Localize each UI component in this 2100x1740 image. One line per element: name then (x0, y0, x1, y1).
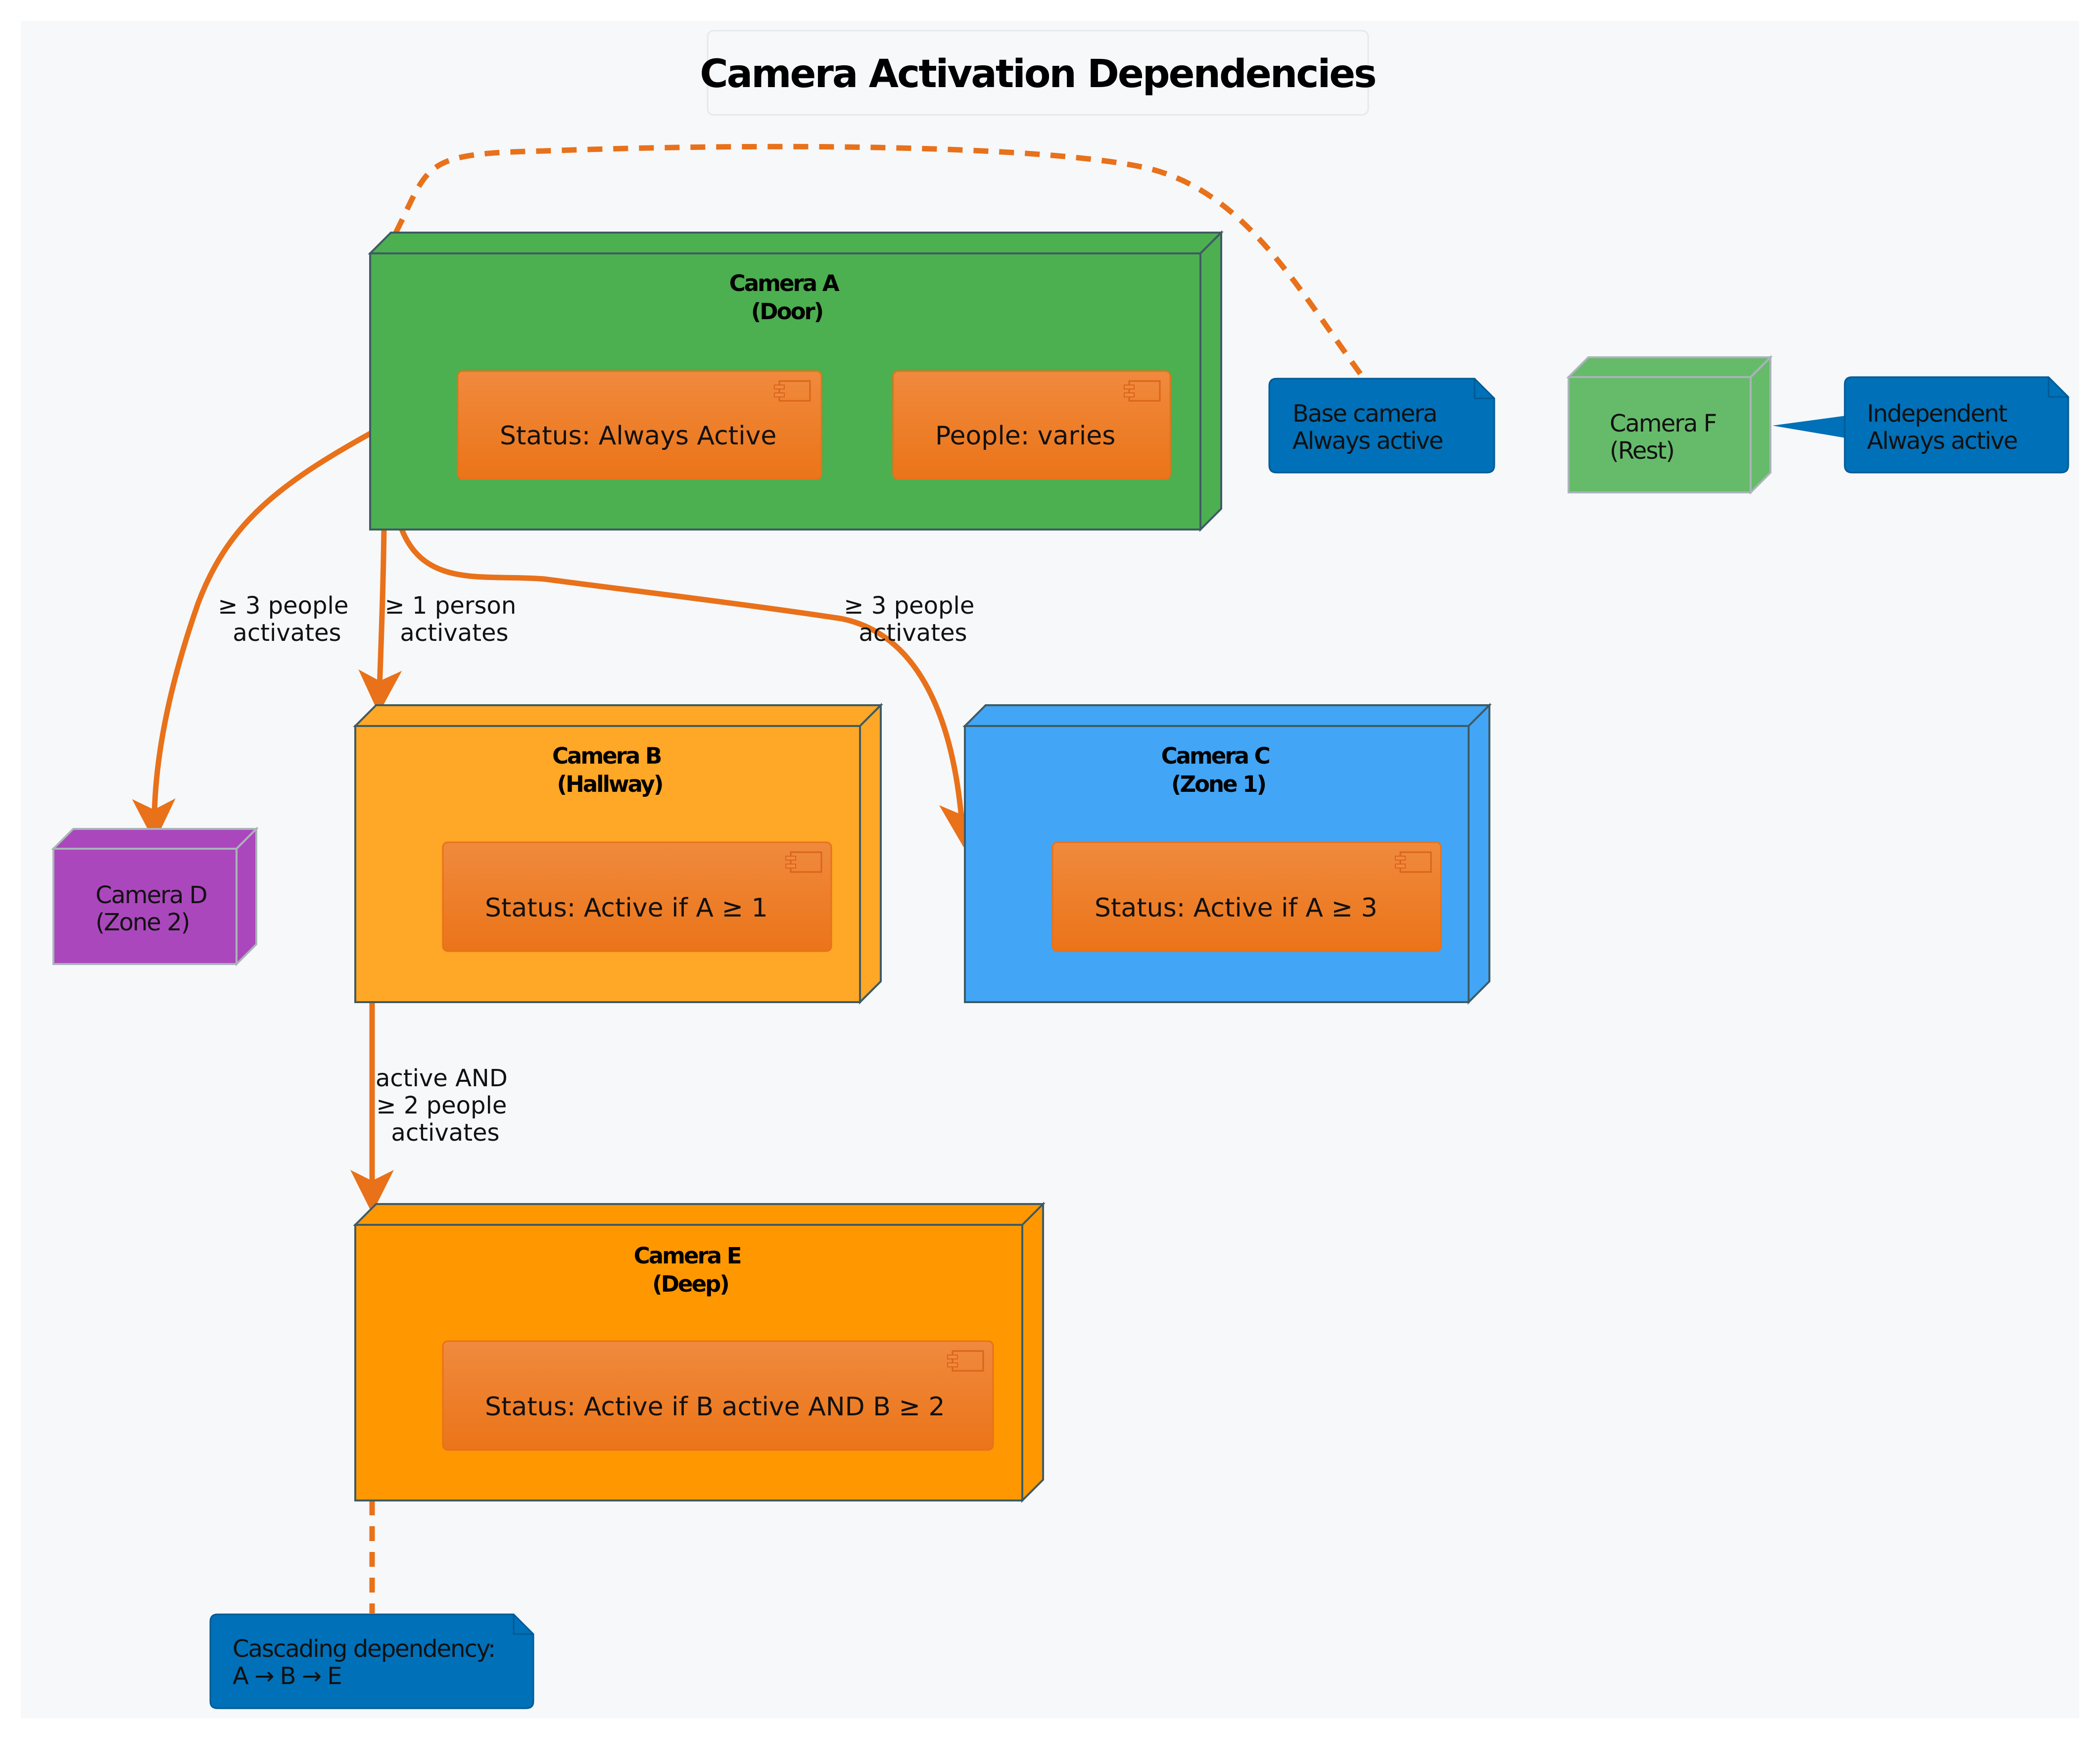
component-label: Status: Active if A ≥ 1 (485, 893, 768, 923)
node-title-camera-b: Camera B (Hallway) (552, 743, 667, 797)
component-label: Status: Always Active (500, 421, 776, 451)
diagram-title: Camera Activation Dependencies (700, 30, 1377, 116)
edge-a-to-d (132, 431, 373, 842)
component-icon (774, 380, 811, 402)
note-connector-f (1772, 416, 1846, 438)
component-e-status[interactable]: Status: Active if B active AND B ≥ 2 (442, 1340, 994, 1451)
note-text: Independent Always active (1867, 400, 2017, 455)
component-icon (1395, 851, 1432, 873)
component-icon (947, 1350, 984, 1372)
note-text: Cascading dependency: A → B → E (233, 1635, 501, 1690)
node-label-camera-f: Camera F (Rest) (1610, 410, 1723, 465)
edge-label-a-to-b: ≥ 1 person activates (384, 592, 524, 647)
component-icon (785, 851, 822, 873)
note-independent[interactable]: Independent Always active (1844, 376, 2069, 474)
component-label: People: varies (935, 421, 1115, 451)
edge-label-a-to-c: ≥ 3 people activates (844, 592, 982, 647)
node-title-camera-e: Camera E (Deep) (634, 1243, 747, 1297)
component-b-status[interactable]: Status: Active if A ≥ 1 (442, 841, 832, 952)
edge-a-to-c (399, 528, 983, 847)
node-camera-c[interactable]: Camera C (Zone 1) Status: Active if A ≥ … (962, 703, 1492, 1005)
edge-a-to-b (358, 529, 402, 714)
component-a-people[interactable]: People: varies (892, 370, 1171, 480)
note-base-camera[interactable]: Base camera Always active (1268, 378, 1495, 474)
node-camera-d[interactable]: Camera D (Zone 2) (51, 826, 259, 967)
note-cascading[interactable]: Cascading dependency: A → B → E (209, 1613, 534, 1709)
page-title: Camera Activation Dependencies (700, 52, 1375, 97)
edge-a-base-note (393, 144, 1368, 383)
node-label-camera-d: Camera D (Zone 2) (95, 881, 213, 936)
note-text: Base camera Always active (1292, 400, 1443, 455)
node-title-camera-a: Camera A (Door) (729, 270, 845, 325)
node-camera-b[interactable]: Camera B (Hallway) Status: Active if A ≥… (353, 703, 883, 1005)
node-camera-e[interactable]: Camera E (Deep) Status: Active if B acti… (353, 1202, 1046, 1503)
node-title-camera-c: Camera C (Zone 1) (1161, 743, 1276, 797)
node-camera-a[interactable]: Camera A (Door) Status: Always Active Pe… (368, 230, 1224, 532)
component-a-status[interactable]: Status: Always Active (457, 370, 822, 480)
edge-label-a-to-d: ≥ 3 people activates (218, 592, 356, 647)
edge-label-b-to-e: active AND ≥ 2 people activates (376, 1064, 515, 1147)
node-camera-f[interactable]: Camera F (Rest) (1566, 355, 1773, 495)
component-icon (1124, 380, 1161, 402)
component-c-status[interactable]: Status: Active if A ≥ 3 (1051, 841, 1442, 952)
component-label: Status: Active if B active AND B ≥ 2 (485, 1392, 945, 1422)
component-label: Status: Active if A ≥ 3 (1095, 893, 1378, 923)
